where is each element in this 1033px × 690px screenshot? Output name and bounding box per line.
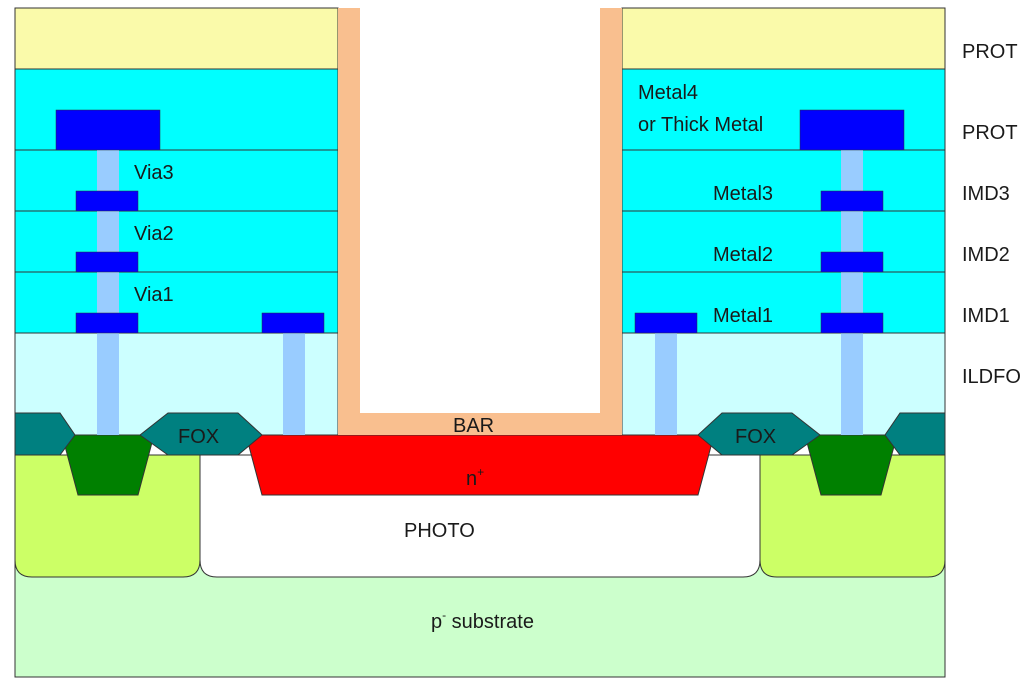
metal1-left-b [261,312,325,334]
imd3-layer-right [621,149,946,212]
nplus-label: n+ [466,465,484,490]
nplus-contact-left [61,434,155,496]
via2-label: Via2 [134,223,174,245]
contact-right-2 [841,333,863,435]
layer-label-imd1: IMD1 [962,305,1010,327]
metal1-label: Metal1 [713,305,773,327]
metal4-label-line2: or Thick Metal [638,114,763,136]
nwell-left [14,454,201,578]
fox-left-label: FOX [178,426,219,448]
metal1-right-b [820,312,884,334]
nplus-label-sup: + [477,465,484,479]
metal2-label: Metal2 [713,244,773,266]
bar-label: BAR [453,415,494,437]
contact-left-2 [283,333,305,435]
metal1-left-a [75,312,139,334]
contact-left-1 [97,333,119,435]
prot-top-layer-right [621,7,946,70]
layer-label-imd3: IMD3 [962,183,1010,205]
imd2-layer-left [14,210,339,273]
substrate-label-base: p [431,611,442,633]
metal4-right [799,109,905,151]
contact-right-1 [655,333,677,435]
via1-label: Via1 [134,284,174,306]
fox-left [139,412,263,456]
via-stack-left-upper [97,150,119,335]
imd2-layer-right [621,210,946,273]
photo-label: PHOTO [404,520,475,542]
metal3-right [820,190,884,212]
layer-label-imd2: IMD2 [962,244,1010,266]
fox-right-label: FOX [735,426,776,448]
metal3-label: Metal3 [713,183,773,205]
nplus-label-base: n [466,468,477,490]
metal2-right [820,251,884,273]
metal3-left [75,190,139,212]
fox-edge-left [14,412,76,456]
layer-label-prot: PROT [962,122,1018,144]
prot-top-layer-left [14,7,339,70]
metal4-left [55,109,161,151]
nwell-right [759,454,946,578]
metal2-left [75,251,139,273]
imd3-layer-left [14,149,339,212]
metal1-right-a [634,312,698,334]
metal4-label-line1: Metal4 [638,82,698,104]
via-stack-right-upper [841,150,863,335]
layer-label-prot-top: PROT [962,41,1018,63]
fox-edge-right [884,412,946,456]
substrate-label-sup: - [442,608,446,622]
fox-right [697,412,821,456]
substrate-label: p- substrate [431,608,534,633]
via3-label: Via3 [134,162,174,184]
bar-liner [338,8,622,435]
layer-label-ildfo: ILDFO [962,366,1021,388]
nplus-contact-right [804,434,898,496]
substrate-label-rest: substrate [446,611,534,633]
